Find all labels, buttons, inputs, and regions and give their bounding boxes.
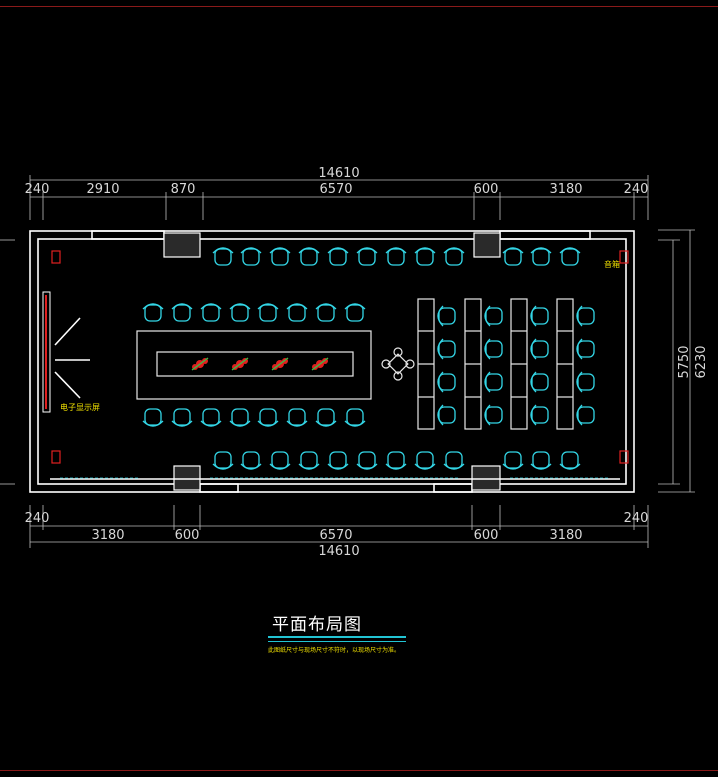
chair bbox=[344, 303, 366, 322]
chair bbox=[286, 408, 308, 427]
chair bbox=[240, 247, 262, 266]
top-dim-4: 6570 bbox=[319, 182, 352, 197]
bottom-dim-6: 3180 bbox=[549, 528, 582, 543]
bottom-dim-3: 600 bbox=[175, 528, 200, 543]
left-ticks bbox=[0, 239, 15, 485]
round-table-set bbox=[381, 347, 415, 381]
chair bbox=[240, 451, 262, 470]
top-dim-6: 3180 bbox=[549, 182, 582, 197]
right-dimension-chain: 5750 6230 bbox=[658, 229, 709, 493]
chair bbox=[356, 451, 378, 470]
chair bbox=[437, 305, 456, 327]
audio-label: 音箱 bbox=[604, 260, 620, 269]
room-walls bbox=[29, 230, 635, 493]
bottom-dim-4: 6570 bbox=[319, 528, 352, 543]
chair bbox=[229, 303, 251, 322]
right-outer-dimension: 6230 bbox=[694, 345, 709, 378]
classroom-desks bbox=[417, 298, 574, 430]
chair bbox=[257, 408, 279, 427]
chair bbox=[171, 408, 193, 427]
chair bbox=[315, 303, 337, 322]
title-underline-thin bbox=[268, 641, 406, 642]
chair bbox=[484, 305, 503, 327]
chair bbox=[229, 408, 251, 427]
chair bbox=[269, 451, 291, 470]
chair bbox=[414, 451, 436, 470]
chair bbox=[559, 451, 581, 470]
chair bbox=[484, 338, 503, 360]
screen-label: 电子显示屏 bbox=[60, 403, 100, 412]
bottom-dim-7: 240 bbox=[624, 511, 649, 526]
chair bbox=[484, 371, 503, 393]
top-dim-5: 600 bbox=[474, 182, 499, 197]
bottom-dim-5: 600 bbox=[474, 528, 499, 543]
chair bbox=[576, 305, 595, 327]
chair bbox=[385, 451, 407, 470]
chair bbox=[530, 371, 549, 393]
chair bbox=[269, 247, 291, 266]
right-inner-dimension: 5750 bbox=[677, 345, 692, 378]
chairs-classroom bbox=[437, 305, 595, 426]
chair bbox=[443, 451, 465, 470]
table-plants bbox=[191, 357, 329, 371]
chair bbox=[437, 338, 456, 360]
chairs-table-bottom bbox=[142, 408, 366, 427]
chair bbox=[437, 404, 456, 426]
chair bbox=[257, 303, 279, 322]
chair bbox=[530, 404, 549, 426]
bottom-dim-1: 240 bbox=[25, 511, 50, 526]
chair bbox=[298, 247, 320, 266]
chair bbox=[576, 338, 595, 360]
chair bbox=[576, 404, 595, 426]
bottom-dim-2: 3180 bbox=[91, 528, 124, 543]
chair bbox=[142, 408, 164, 427]
bottom-dimension-chain: 240 3180 600 6570 600 3180 240 14610 bbox=[25, 505, 649, 559]
chair bbox=[298, 451, 320, 470]
conference-table bbox=[136, 330, 372, 400]
chair bbox=[530, 338, 549, 360]
frame-bottom-line bbox=[0, 770, 718, 771]
top-dim-7: 240 bbox=[624, 182, 649, 197]
chair bbox=[385, 247, 407, 266]
drawing-note: 此图纸尺寸与现场尺寸不符时，以现场尺寸为准。 bbox=[268, 647, 401, 654]
chair bbox=[200, 408, 222, 427]
chair bbox=[530, 305, 549, 327]
title-underline-thick bbox=[268, 636, 406, 638]
top-dim-1: 240 bbox=[25, 182, 50, 197]
chair bbox=[576, 371, 595, 393]
chair bbox=[286, 303, 308, 322]
chair bbox=[502, 451, 524, 470]
chair bbox=[327, 247, 349, 266]
chair bbox=[212, 247, 234, 266]
chair bbox=[484, 404, 503, 426]
speaker-marks bbox=[51, 250, 629, 464]
chair bbox=[171, 303, 193, 322]
top-dim-2: 2910 bbox=[86, 182, 119, 197]
chair bbox=[502, 247, 524, 266]
chair bbox=[327, 451, 349, 470]
chair bbox=[559, 247, 581, 266]
chair bbox=[530, 247, 552, 266]
chairs-bottom-wall bbox=[212, 451, 581, 470]
chair bbox=[530, 451, 552, 470]
chair bbox=[200, 303, 222, 322]
electronic-screen bbox=[42, 291, 90, 413]
chair bbox=[212, 451, 234, 470]
drawing-title: 平面布局图 bbox=[272, 615, 362, 635]
chair bbox=[344, 408, 366, 427]
top-total-dimension: 14610 bbox=[318, 166, 359, 181]
top-dim-3: 870 bbox=[171, 182, 196, 197]
chair bbox=[142, 303, 164, 322]
bottom-total-dimension: 14610 bbox=[318, 544, 359, 559]
chair bbox=[414, 247, 436, 266]
chair bbox=[443, 247, 465, 266]
chairs-table-top bbox=[142, 303, 366, 322]
top-dimension-chain: 14610 240 2910 870 6570 600 3180 240 bbox=[25, 166, 649, 220]
frame-top-line bbox=[0, 6, 718, 7]
chair bbox=[356, 247, 378, 266]
chairs-top-wall bbox=[212, 247, 581, 266]
chair bbox=[437, 371, 456, 393]
chair bbox=[315, 408, 337, 427]
